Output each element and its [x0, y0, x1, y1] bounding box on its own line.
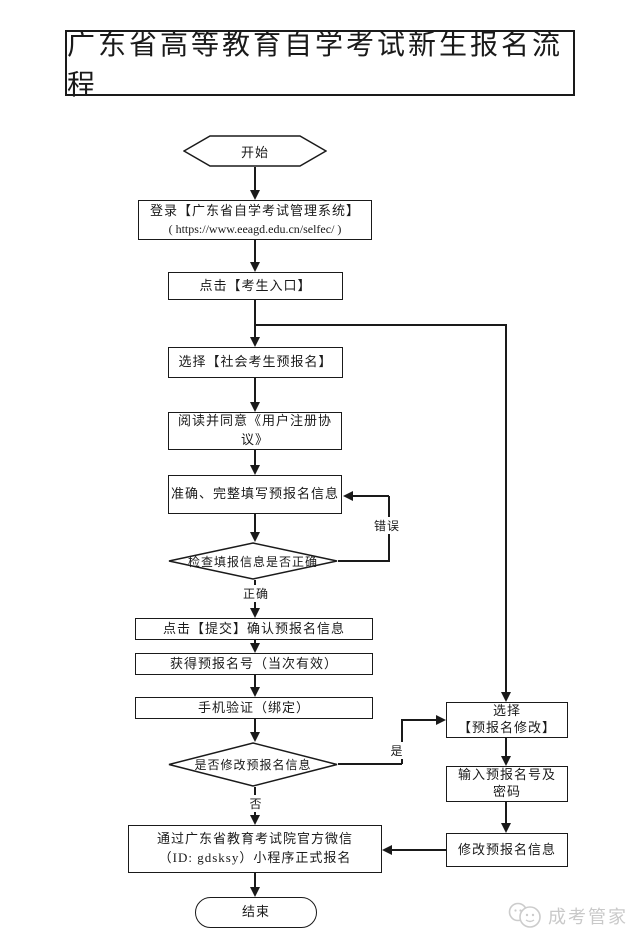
modify-decision: 是否修改预报名信息 — [168, 742, 338, 787]
agree-protocol-label: 阅读并同意《用户注册协议》 — [177, 413, 332, 447]
connector-error-loop-top — [352, 495, 389, 497]
select-modify-node: 选择 【预报名修改】 — [446, 702, 568, 738]
phone-verify-node: 手机验证（绑定） — [135, 697, 373, 719]
arrow-fill-check — [250, 532, 260, 542]
connector-error-loop-bottom — [338, 560, 390, 562]
arrow-modify-official — [382, 845, 392, 855]
arrow-submit-number — [250, 643, 260, 653]
phone-verify-label: 手机验证（绑定） — [197, 699, 310, 715]
agree-protocol-node: 阅读并同意《用户注册协议》 — [168, 412, 342, 450]
connector-modify-official — [391, 849, 446, 851]
check-info-decision: 检查填报信息是否正确 — [168, 542, 338, 580]
watermark: 成考管家 — [506, 901, 628, 931]
arrow-error-fillinfo — [343, 491, 353, 501]
select-modify-line2: 【预报名修改】 — [457, 720, 556, 735]
connector-select-agree — [254, 378, 256, 404]
official-register-node: 通过广东省教育考试院官方微信 （ID: gdsksy）小程序正式报名 — [128, 825, 382, 873]
connector-entrance-select — [254, 300, 256, 339]
arrow-decision-official — [250, 815, 260, 825]
arrow-phone-decision — [250, 732, 260, 742]
connector-yes-horizontal2 — [401, 719, 437, 721]
arrow-official-end — [250, 887, 260, 897]
connector-start-login — [254, 167, 256, 192]
fill-info-node: 准确、完整填写预报名信息 — [168, 475, 342, 514]
flowchart-title-text: 广东省高等教育自学考试新生报名流程 — [67, 30, 564, 101]
start-node-label: 开始 — [240, 144, 269, 160]
get-number-label: 获得预报名号（当次有效） — [169, 655, 338, 671]
connector-phone-decision — [254, 719, 256, 734]
fill-info-label: 准确、完整填写预报名信息 — [170, 486, 339, 502]
connector-number-phone — [254, 675, 256, 689]
login-system-line1: 登录【广东省自学考试管理系统】 — [149, 202, 360, 218]
select-prereg-node: 选择【社会考生预报名】 — [168, 347, 343, 378]
connector-official-end — [254, 873, 256, 889]
connector-selectmodify-input — [505, 738, 507, 758]
end-node: 结束 — [195, 897, 317, 928]
connector-branch-vertical — [505, 324, 507, 694]
login-system-url: ( https://www.eeagd.edu.cn/selfec/ ) — [168, 221, 342, 236]
official-register-line1: 通过广东省教育考试院官方微信 — [156, 831, 353, 847]
arrow-yes-selectmodify — [436, 715, 446, 725]
arrow-start-login — [250, 190, 260, 200]
label-error: 错误 — [371, 517, 403, 534]
check-info-diamond-shape — [168, 542, 338, 580]
click-entrance-label: 点击【考生入口】 — [199, 277, 312, 293]
start-node: 开始 — [183, 135, 327, 167]
official-register-line2: （ID: gdsksy）小程序正式报名 — [158, 850, 352, 865]
check-info-label: 检查填报信息是否正确 — [187, 554, 318, 569]
connector-fill-check — [254, 514, 256, 534]
flowchart-title: 广东省高等教育自学考试新生报名流程 — [65, 30, 575, 101]
modify-decision-label: 是否修改预报名信息 — [194, 758, 312, 772]
connector-branch-horizontal — [255, 324, 506, 326]
arrow-number-phone — [250, 687, 260, 697]
arrow-agree-fill — [250, 465, 260, 475]
arrow-branch-selectmodify — [501, 692, 511, 702]
arrow-selectmodify-input — [501, 756, 511, 766]
connector-input-modify — [505, 802, 507, 825]
label-yes: 是 — [388, 742, 406, 759]
connector-yes-horizontal1 — [338, 763, 402, 765]
label-no: 否 — [247, 795, 265, 812]
input-account-node: 输入预报名号及 密码 — [446, 766, 568, 802]
arrow-login-entrance — [250, 262, 260, 272]
watermark-brand-text: 成考管家 — [548, 907, 628, 927]
select-modify-line1: 选择 — [492, 703, 521, 719]
end-node-label: 结束 — [241, 904, 270, 920]
arrow-select-agree — [250, 402, 260, 412]
submit-confirm-node: 点击【提交】确认预报名信息 — [135, 618, 373, 640]
click-entrance-node: 点击【考生入口】 — [168, 272, 343, 300]
input-account-line2: 密码 — [492, 784, 521, 799]
submit-confirm-label: 点击【提交】确认预报名信息 — [162, 620, 345, 636]
connector-login-entrance — [254, 240, 256, 264]
select-prereg-label: 选择【社会考生预报名】 — [178, 354, 333, 370]
modify-info-node: 修改预报名信息 — [446, 833, 568, 867]
wechat-smiley-icon — [508, 902, 541, 928]
login-system-node: 登录【广东省自学考试管理系统】 ( https://www.eeagd.edu.… — [138, 200, 372, 240]
modify-decision-diamond-shape — [168, 742, 338, 787]
arrow-input-modify — [501, 823, 511, 833]
connector-yes-vertical — [401, 719, 403, 764]
modify-info-label: 修改预报名信息 — [457, 841, 556, 857]
arrow-check-submit — [250, 608, 260, 618]
connector-agree-fill — [254, 450, 256, 467]
label-correct: 正确 — [240, 585, 272, 602]
start-hexagon-shape — [183, 135, 327, 167]
get-number-node: 获得预报名号（当次有效） — [135, 653, 373, 675]
input-account-line1: 输入预报名号及 — [457, 767, 556, 783]
arrow-entrance-select — [250, 337, 260, 347]
